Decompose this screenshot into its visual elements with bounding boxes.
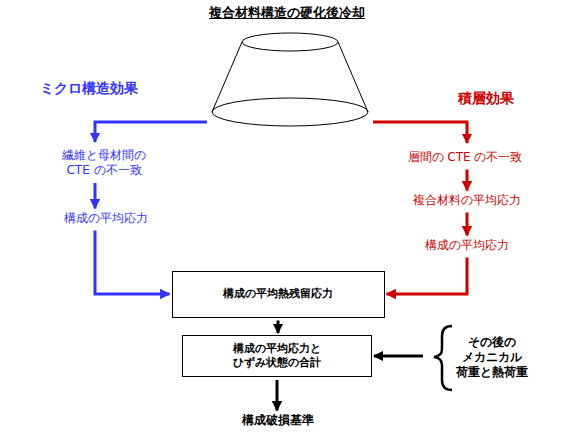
node-text: 構成の平均熱残留応力 bbox=[223, 287, 333, 301]
flow-step: 複合材料の平均応力 bbox=[411, 193, 523, 210]
flow-step: 構成の平均応力 bbox=[62, 211, 150, 228]
load-brace bbox=[434, 326, 452, 390]
load-note: その後の メカニカル 荷重と熱荷重 bbox=[449, 335, 539, 382]
process-box: 構成の平均熱残留応力 bbox=[172, 271, 385, 318]
flow-arrow bbox=[277, 321, 280, 334]
node-text: 層間の CTE の不一致 bbox=[395, 150, 535, 165]
flow-step: 層間の CTE の不一致 bbox=[395, 150, 539, 167]
flow-arrow bbox=[466, 213, 469, 236]
diagram-title: 複合材料構造の硬化後冷却 bbox=[209, 4, 365, 22]
flow-step: 繊維と母材間の CTE の不一致 bbox=[54, 148, 158, 180]
node-text: 構成の平均応力 bbox=[62, 211, 150, 226]
flow-step: 構成の平均応力 bbox=[423, 238, 511, 255]
result-label: 構成破損基準 bbox=[240, 413, 316, 430]
flow-arrow bbox=[387, 258, 468, 295]
effect-heading: 積層効果 bbox=[458, 90, 514, 108]
node-text: 構成の平均応力 bbox=[423, 238, 511, 253]
process-box: 構成の平均応力と ひずみ状態の合計 bbox=[182, 335, 372, 377]
flow-arrow bbox=[95, 231, 170, 295]
cone-shell bbox=[212, 33, 368, 126]
cone-to-laminate-arrow bbox=[373, 122, 467, 143]
flow-arrow bbox=[466, 170, 469, 191]
node-text: 複合材料の平均応力 bbox=[411, 193, 523, 208]
flow-arrow bbox=[94, 183, 97, 209]
flow-arrow bbox=[276, 380, 279, 411]
node-text: 構成の平均応力と ひずみ状態の合計 bbox=[222, 342, 332, 370]
node-text: 繊維と母材間の CTE の不一致 bbox=[54, 148, 154, 178]
node-text: 構成破損基準 bbox=[240, 413, 316, 428]
cone-to-micro-arrow bbox=[95, 122, 207, 142]
node-text: その後の メカニカル 荷重と熱荷重 bbox=[449, 335, 535, 380]
flow-arrow bbox=[374, 355, 423, 358]
effect-heading: ミクロ構造効果 bbox=[40, 80, 138, 98]
